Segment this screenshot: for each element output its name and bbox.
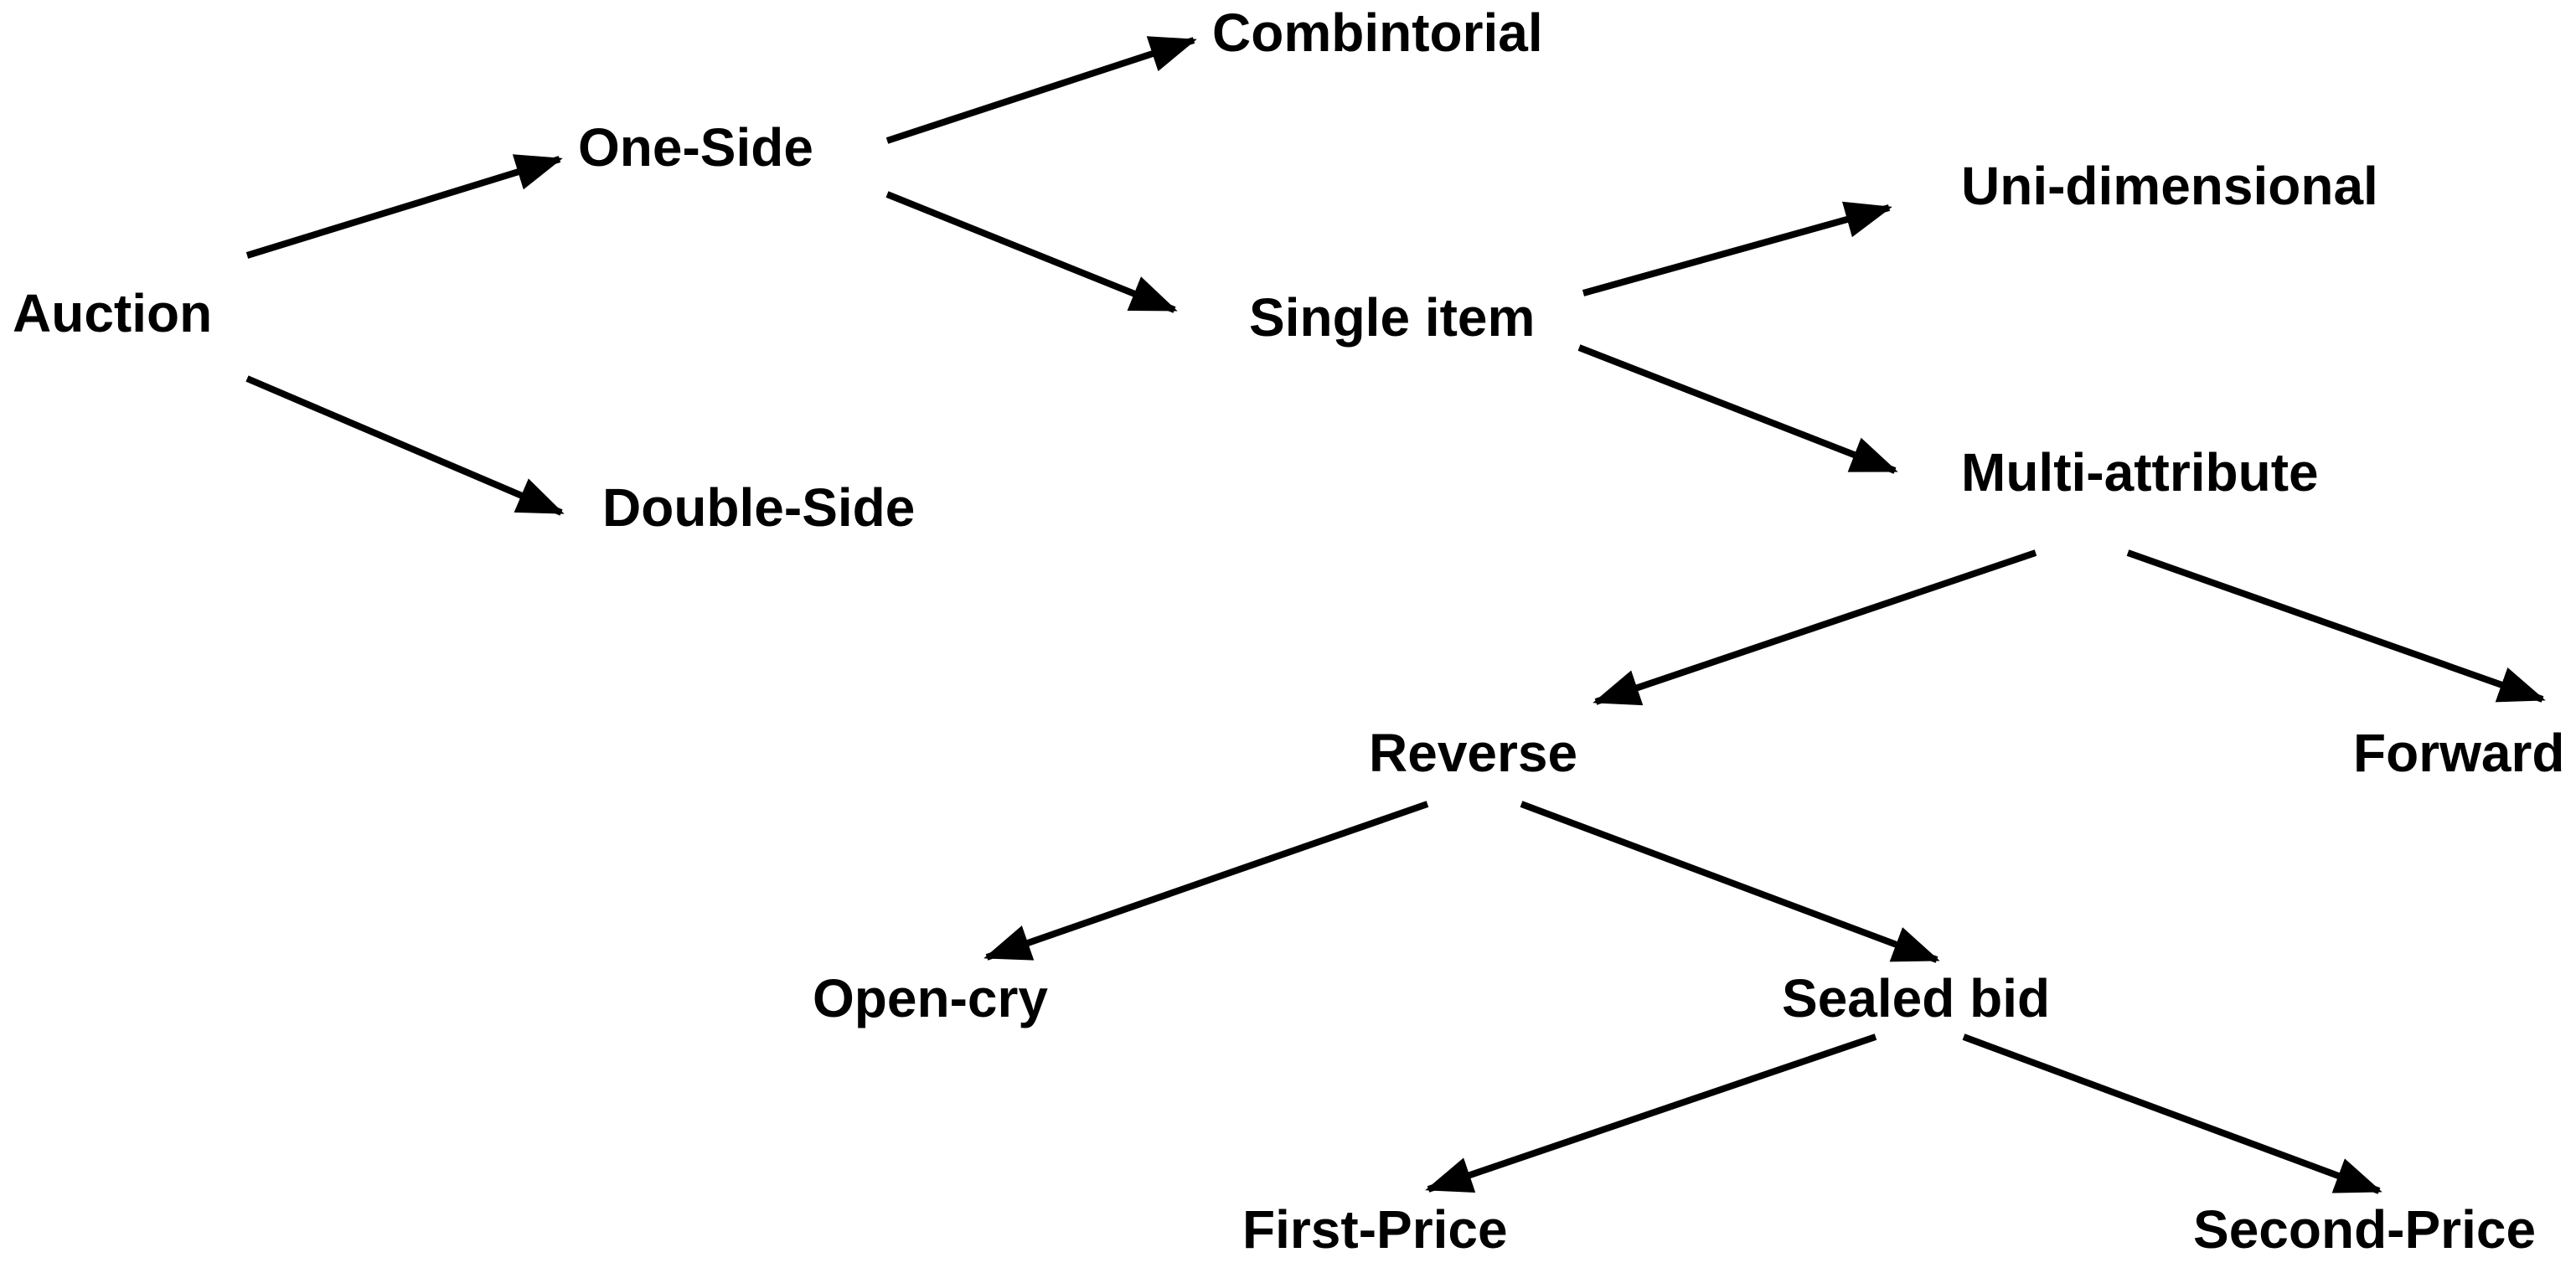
arrow-reverse-to-sealed-bid <box>1520 801 1940 963</box>
node-multi-attribute: Multi-attribute <box>1961 442 2319 502</box>
node-sealed-bid: Sealed bid <box>1782 968 2051 1028</box>
node-auction: Auction <box>13 283 213 343</box>
node-double-side: Double-Side <box>602 477 916 538</box>
arrow-multi-attribute-to-forward <box>2126 549 2546 703</box>
arrow-multi-attribute-to-reverse <box>1593 549 2037 706</box>
node-reverse: Reverse <box>1369 723 1578 783</box>
arrow-sealed-bid-to-second-price <box>1962 1033 2382 1194</box>
node-open-cry: Open-cry <box>813 968 1048 1028</box>
arrow-single-item-to-multi-attribute <box>1577 344 1898 474</box>
node-single-item: Single item <box>1249 287 1536 348</box>
node-one-side: One-Side <box>578 117 813 178</box>
arrow-reverse-to-open-cry <box>983 801 1429 961</box>
arrow-one-side-to-combintorial <box>885 36 1197 144</box>
arrow-sealed-bid-to-first-price <box>1425 1033 1877 1193</box>
arrow-auction-to-one-side <box>245 154 563 259</box>
arrow-single-item-to-uni-dimensional <box>1582 201 1892 296</box>
arrow-auction-to-double-side <box>245 375 565 516</box>
node-second-price: Second-Price <box>2193 1199 2537 1260</box>
node-combintorial: Combintorial <box>1212 3 1543 63</box>
arrow-one-side-to-single-item <box>885 191 1178 313</box>
node-first-price: First-Price <box>1242 1199 1508 1260</box>
node-forward: Forward <box>2353 723 2565 783</box>
node-uni-dimensional: Uni-dimensional <box>1961 156 2378 216</box>
